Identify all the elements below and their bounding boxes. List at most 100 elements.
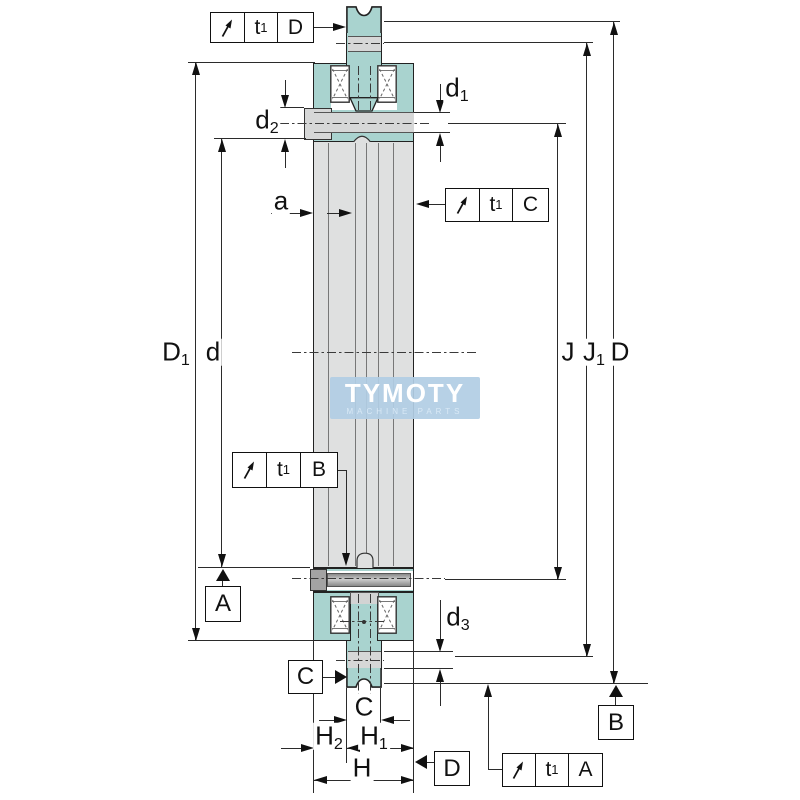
arrow-stem-d1-bottom bbox=[439, 146, 441, 162]
upper-bore-centerline-left bbox=[357, 66, 359, 110]
ext-line-d-bottom bbox=[198, 567, 310, 568]
arrow-D-top bbox=[609, 22, 618, 35]
lower-bore-centerline-right bbox=[369, 594, 371, 700]
arrow-d2-bottom bbox=[280, 139, 289, 152]
arrow-J-top bbox=[553, 124, 562, 137]
watermark-brand: TYMOTY bbox=[344, 378, 466, 408]
dim-line-d1-top bbox=[414, 112, 450, 113]
ext-vline-stub-right bbox=[380, 688, 381, 733]
frame-bottom-leader-h bbox=[488, 769, 502, 770]
lower-bearing-center-dot bbox=[361, 619, 366, 624]
datum-stem-B bbox=[615, 697, 616, 705]
roller-top-right bbox=[377, 65, 397, 103]
datum-ref: D bbox=[287, 15, 304, 39]
frame-top-arrow bbox=[333, 22, 346, 31]
dim-label-H1: H1 bbox=[358, 720, 390, 754]
ext-line-D-bottom bbox=[384, 683, 648, 684]
datum-triangle-C bbox=[335, 670, 347, 684]
arrow-d1-top bbox=[435, 100, 444, 113]
dim-label-d3: d3 bbox=[444, 601, 472, 635]
arrow-D1-bottom bbox=[191, 628, 200, 641]
upper-tongue bbox=[349, 97, 379, 112]
dim-label-D: D bbox=[608, 336, 632, 367]
upper-pin-band bbox=[314, 112, 414, 133]
dim-line-d3-top bbox=[384, 651, 453, 652]
dim-line-C-right bbox=[394, 720, 410, 721]
datum-box-B: B bbox=[598, 705, 634, 740]
dim-label-J1: J1 bbox=[581, 336, 607, 370]
dim-label-d1: d1 bbox=[443, 72, 471, 106]
arrow-J1-top bbox=[582, 43, 591, 56]
body-top-arch bbox=[353, 135, 371, 142]
dim-line-a2 bbox=[327, 213, 339, 214]
dim-line-d1-bottom bbox=[414, 132, 450, 133]
dim-label-d2: d2 bbox=[253, 104, 281, 138]
bolt-shank bbox=[327, 573, 411, 587]
watermark: TYMOTY MACHINE PARTS bbox=[330, 377, 480, 419]
dim-line-C-left bbox=[319, 720, 334, 721]
watermark-tagline: MACHINE PARTS bbox=[346, 407, 464, 416]
dim-label-C: C bbox=[352, 691, 376, 722]
body-section-line-4 bbox=[377, 143, 379, 566]
roller-top-left bbox=[330, 65, 350, 103]
ext-line-J1-bottom bbox=[455, 656, 593, 657]
bolt-head bbox=[310, 569, 327, 591]
dim-line-d3-bottom bbox=[384, 668, 453, 669]
roller-bottom-right bbox=[377, 596, 397, 634]
arrow-H1-right bbox=[401, 743, 414, 752]
body-mid-centerline bbox=[292, 352, 478, 354]
arrow-stem-d2-bottom bbox=[284, 152, 286, 168]
frame-bottom-arrow bbox=[483, 684, 492, 697]
datum-triangle-D bbox=[415, 755, 427, 769]
runout-symbol-icon bbox=[503, 754, 536, 786]
body-section-line-1 bbox=[327, 143, 329, 566]
arrow-J-bottom bbox=[553, 567, 562, 580]
arrow-J1-bottom bbox=[582, 644, 591, 657]
datum-stem-A bbox=[222, 581, 223, 586]
datum-box-D: D bbox=[434, 751, 470, 786]
dim-label-J: J bbox=[559, 336, 577, 367]
ext-line-d-top bbox=[214, 138, 306, 139]
arrow-stem-d3-top bbox=[439, 600, 441, 639]
dim-line-J bbox=[557, 124, 558, 580]
arrow-D1-top bbox=[191, 62, 200, 75]
dim-label-D1: D1 bbox=[160, 336, 192, 370]
datum-triangle-B bbox=[608, 685, 623, 697]
roller-bottom-left bbox=[330, 596, 350, 634]
top-stub-cap bbox=[346, 6, 382, 35]
dim-label-H2: H2 bbox=[313, 720, 345, 754]
body-section-line-2 bbox=[354, 143, 356, 566]
ext-line-D-top bbox=[384, 21, 620, 22]
frame-left-leader-v bbox=[346, 470, 347, 554]
arrow-stem-d2-top bbox=[284, 80, 286, 95]
body-section-line-5 bbox=[392, 143, 394, 566]
arrow-d3-top bbox=[435, 639, 444, 652]
body-section-line-3 bbox=[365, 143, 367, 566]
lower-bore-centerline-left bbox=[357, 594, 359, 700]
arrow-D-bottom bbox=[609, 671, 618, 684]
frame-left-arrow bbox=[342, 553, 350, 566]
arrow-H-right bbox=[401, 775, 414, 784]
frame-top-leader bbox=[312, 27, 333, 28]
ext-vline-right-outer bbox=[413, 641, 414, 793]
frame-right-arrow bbox=[416, 199, 429, 208]
runout-symbol-icon bbox=[446, 189, 480, 221]
dim-line-d2-top bbox=[276, 107, 304, 108]
arrow-d1-bottom bbox=[435, 133, 444, 146]
frame-bottom-leader-v bbox=[487, 697, 489, 769]
arrow-d2-top bbox=[280, 95, 289, 108]
dim-line-D1 bbox=[195, 62, 196, 641]
arrow-stem-d3-bottom bbox=[439, 682, 441, 706]
shaft-body bbox=[313, 141, 414, 568]
datum-ref: A bbox=[578, 758, 593, 781]
ext-vline-stub-left bbox=[346, 688, 347, 763]
datum-ref: B bbox=[311, 458, 326, 481]
dim-line-H2 bbox=[281, 748, 301, 749]
